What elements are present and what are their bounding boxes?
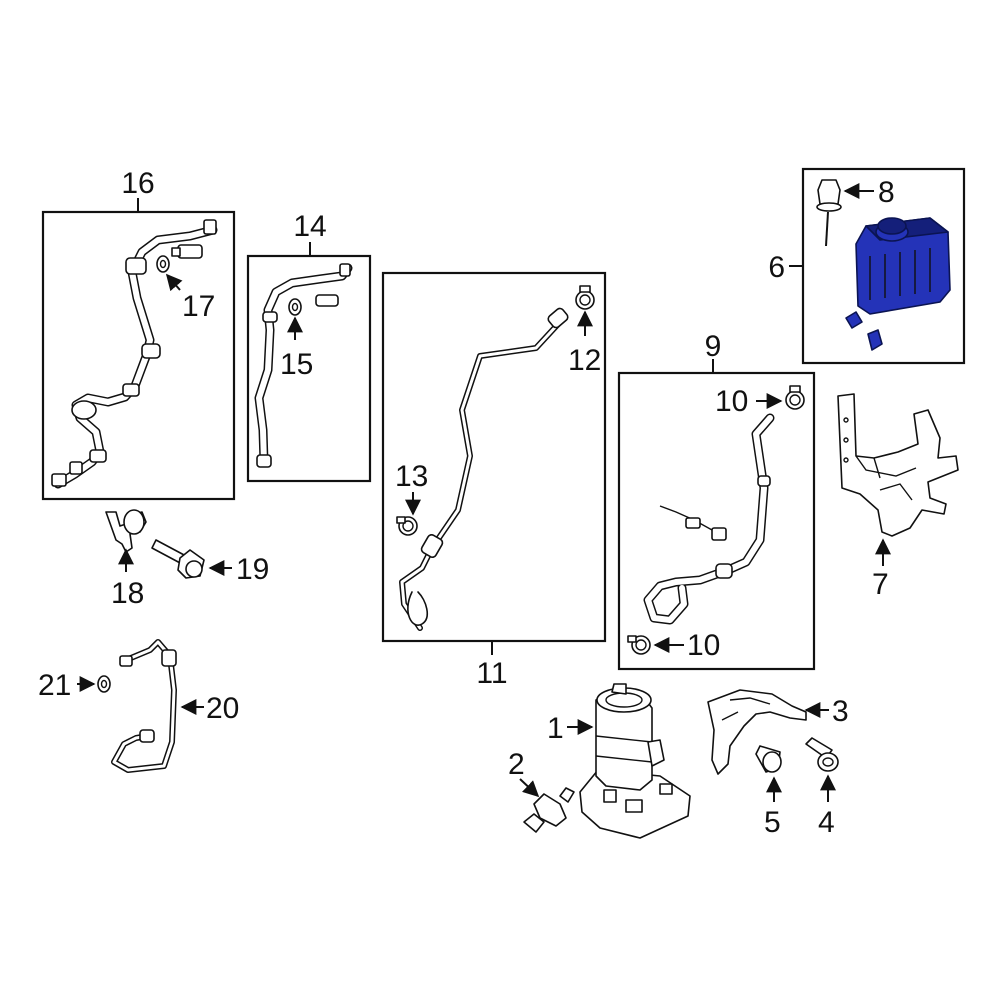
part-18-bracket: 18 [105, 509, 147, 610]
callout-12[interactable]: 12 [568, 344, 601, 377]
callout-9[interactable]: 9 [705, 330, 722, 363]
callout-10-bottom[interactable]: 10 [687, 629, 720, 662]
part-6-coolant-reservoir [845, 217, 951, 351]
part-1-coolant-pump: 1 [547, 683, 691, 839]
part-19-bolt: 19 [151, 539, 269, 586]
part-12-hose-clamp: 12 [568, 285, 601, 377]
group-box-16: 16 [41, 167, 236, 501]
callout-3[interactable]: 3 [832, 695, 849, 728]
callout-18[interactable]: 18 [111, 577, 144, 610]
part-21-washer: 21 [38, 669, 111, 702]
part-7-bracket: 7 [837, 393, 959, 601]
callout-10-top[interactable]: 10 [715, 385, 748, 418]
callout-2[interactable]: 2 [508, 748, 525, 781]
group-box-14: 14 [246, 210, 372, 483]
callout-13[interactable]: 13 [395, 460, 428, 493]
callout-20[interactable]: 20 [206, 692, 239, 725]
group-box-9: 9 [617, 330, 816, 671]
group-box-6: 6 [768, 167, 966, 365]
callout-17[interactable]: 17 [182, 290, 215, 323]
callout-8[interactable]: 8 [878, 176, 895, 209]
part-10-hose-clamp-bottom: 10 [627, 629, 720, 662]
part-2-connector: 2 [508, 748, 575, 833]
part-5-bolt: 5 [755, 745, 782, 839]
callout-6[interactable]: 6 [768, 251, 785, 284]
callout-21[interactable]: 21 [38, 669, 71, 702]
callout-5[interactable]: 5 [764, 806, 781, 839]
part-20-coolant-pipe: 20 [111, 639, 239, 773]
part-11-coolant-pipe [399, 307, 569, 631]
part-17-washer: 17 [156, 255, 215, 323]
callout-14[interactable]: 14 [293, 210, 326, 243]
group-box-11: 11 [381, 271, 607, 690]
part-10-hose-clamp-top: 10 [715, 385, 805, 418]
callout-1[interactable]: 1 [547, 712, 564, 745]
callout-16[interactable]: 16 [121, 167, 154, 200]
part-14-hose-assembly [254, 263, 353, 468]
part-3-bracket: 3 [707, 689, 849, 775]
callout-7[interactable]: 7 [872, 568, 889, 601]
part-9-coolant-hose [643, 413, 775, 625]
part-4-bolt: 4 [805, 737, 839, 839]
part-13-hose-clamp: 13 [395, 460, 428, 536]
callout-4[interactable]: 4 [818, 806, 835, 839]
part-16-hose-assembly [51, 219, 218, 489]
part-8-reservoir-cap: 8 [816, 176, 895, 247]
callout-15[interactable]: 15 [280, 348, 313, 381]
callout-11[interactable]: 11 [476, 657, 507, 690]
part-15-washer: 15 [280, 298, 313, 381]
callout-19[interactable]: 19 [236, 553, 269, 586]
